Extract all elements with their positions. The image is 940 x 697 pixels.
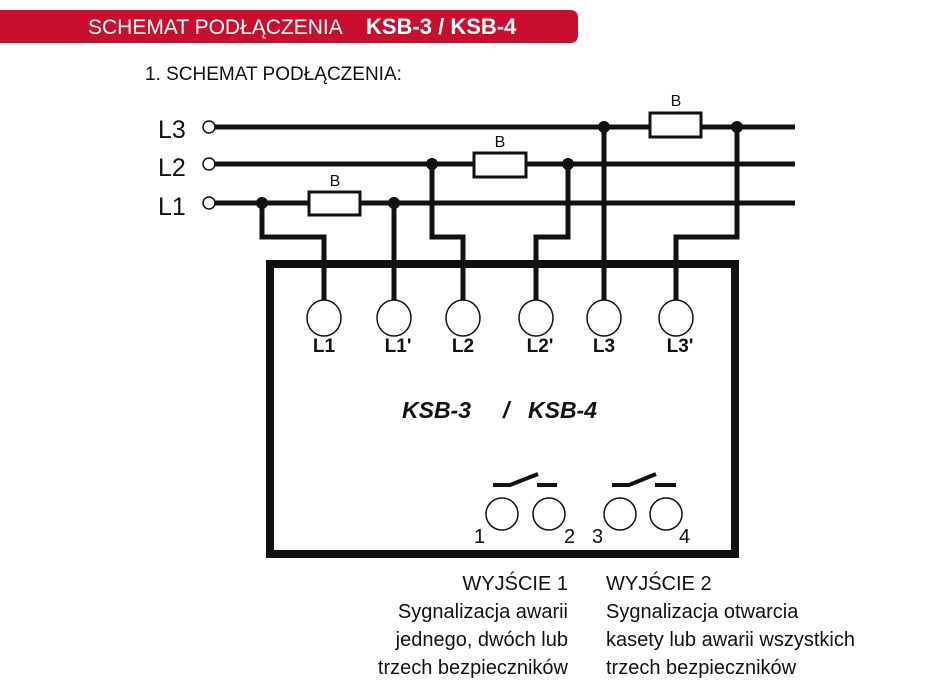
- output-2-title: WYJŚCIE 2: [606, 571, 712, 595]
- terminal-label: L2': [527, 336, 554, 357]
- header-banner: [0, 10, 578, 43]
- output-terminal-3: [603, 497, 637, 531]
- wire-l2-prime: [533, 164, 571, 300]
- device-name-right: KSB-4: [528, 397, 597, 423]
- output-2-line: trzech bezpieczników: [606, 657, 797, 679]
- switch-contact-2: [612, 472, 657, 487]
- wire-l3-prime: [673, 127, 740, 300]
- device-name-left: KSB-3: [402, 397, 471, 423]
- device-name-separator: /: [502, 397, 512, 423]
- phase-label-l2: L2: [158, 154, 186, 182]
- fuse-l1: [307, 190, 362, 217]
- switch-contact-1: [493, 472, 539, 487]
- terminal-label: L3: [593, 336, 615, 357]
- fuse-label-l1: B: [330, 173, 341, 190]
- device-box: [266, 260, 739, 558]
- terminal-l1-prime: [376, 299, 412, 337]
- terminal-l3-prime: [658, 299, 694, 337]
- junction-dot: [731, 121, 743, 133]
- output-terminal-1: [485, 497, 519, 531]
- output-1-line: trzech bezpieczników: [378, 657, 569, 679]
- terminal-label: L1': [385, 336, 412, 357]
- wire-l2: [429, 164, 466, 300]
- phase-label-l3: L3: [158, 116, 186, 144]
- output-2-line: Sygnalizacja otwarcia: [606, 601, 799, 623]
- terminal-l2-prime: [518, 299, 554, 337]
- junction-dot: [388, 197, 400, 209]
- fuse-label-l3: B: [671, 93, 682, 110]
- output-1-title: WYJŚCIE 1: [462, 571, 568, 595]
- output-terminal-4: [649, 497, 683, 531]
- fuse-l3: [648, 111, 703, 139]
- section-title: 1. SCHEMAT PODŁĄCZENIA:: [145, 64, 402, 85]
- output-1-line: jednego, dwóch lub: [395, 629, 568, 651]
- terminal-l1: [306, 299, 342, 337]
- fuse-l2: [472, 151, 528, 179]
- terminal-l2: [445, 299, 481, 337]
- output-terminal-label: 4: [679, 526, 690, 548]
- input-terminal-l1: [202, 196, 216, 210]
- input-terminal-l3: [202, 120, 216, 134]
- terminal-label: L1: [313, 336, 336, 357]
- input-terminal-l2: [202, 157, 216, 171]
- phase-label-l1: L1: [158, 193, 186, 221]
- terminal-label: L3': [667, 336, 694, 357]
- output-2-line: kasety lub awarii wszystkich: [606, 629, 855, 651]
- header-title: SCHEMAT PODŁĄCZENIA: [88, 16, 343, 39]
- junction-dot: [426, 158, 438, 170]
- header-model: KSB-3 / KSB-4: [366, 14, 517, 39]
- output-1-line: Sygnalizacja awarii: [398, 601, 568, 623]
- junction-dot: [562, 158, 574, 170]
- terminal-label: L2: [452, 336, 474, 357]
- fuse-label-l2: B: [495, 134, 506, 151]
- output-terminal-label: 2: [564, 526, 575, 548]
- junction-dot: [256, 197, 268, 209]
- output-terminal-2: [532, 497, 566, 531]
- terminal-l3: [586, 299, 622, 337]
- output-terminal-label: 3: [592, 526, 603, 548]
- junction-dot: [598, 121, 610, 133]
- output-terminal-label: 1: [474, 526, 485, 548]
